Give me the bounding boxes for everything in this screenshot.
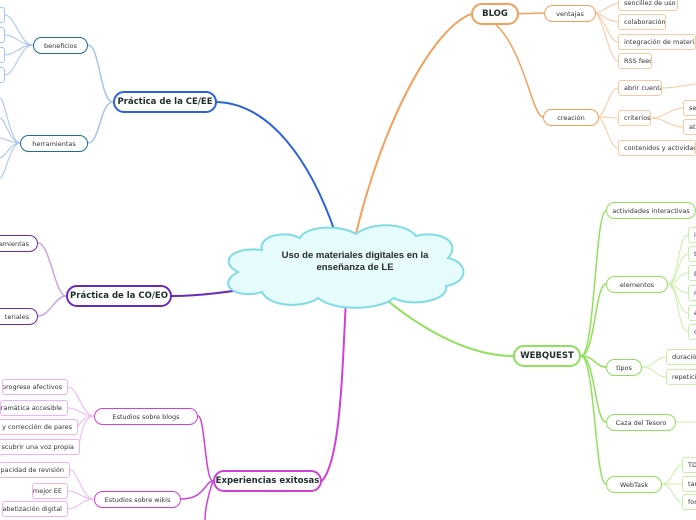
branch-practica-co-eo[interactable]: Práctica de la CO/EO <box>66 285 172 307</box>
node-caza-tesoro[interactable]: Caza del Tesoro <box>606 414 676 431</box>
branch-experiencias-exitosas[interactable]: Experiencias exitosas <box>213 470 322 492</box>
node-herramientas-ce[interactable]: herramientas <box>20 135 88 152</box>
leaf-colaboracion[interactable]: colaboración <box>618 14 666 30</box>
leaf-abrir-cuenta[interactable]: abrir cuenta <box>618 80 662 96</box>
branch-blog[interactable]: BLOG <box>471 3 519 25</box>
edge-center-blog <box>354 13 472 239</box>
leaf-webtask-for[interactable]: for <box>682 494 696 510</box>
node-herramientas-co[interactable]: ramientas <box>0 235 38 252</box>
leaf-progreso-afectivos[interactable]: progreso afectivos <box>2 379 68 395</box>
leaf-criterio-atr[interactable]: atr <box>683 119 696 135</box>
leaf-elemento-5[interactable]: e <box>688 305 696 321</box>
leaf-elemento-2[interactable]: ta <box>688 246 696 262</box>
node-creacion[interactable]: creación <box>543 109 599 126</box>
leaf-mejor-ee[interactable]: mejor EE <box>32 483 68 499</box>
central-cloud-shape <box>227 224 465 309</box>
node-beneficios[interactable]: beneficios <box>33 37 88 54</box>
branch-webquest[interactable]: WEBQUEST <box>513 345 581 367</box>
leaf-criterio-sen[interactable]: sen <box>683 100 696 116</box>
leaf-gramatica-accesible[interactable]: gramática accesible <box>0 400 68 416</box>
leaf-elemento-1[interactable]: in <box>688 227 696 243</box>
leaf-integracion[interactable]: integración de materiales <box>618 34 696 50</box>
leaf-alfabetizacion-digital[interactable]: alfabetización digital <box>2 501 68 517</box>
node-ventajas[interactable]: ventajas <box>544 5 596 22</box>
leaf-correccion-pares[interactable]: n y corrección de pares <box>0 419 78 435</box>
node-estudios-blogs[interactable]: Estudios sobre blogs <box>94 408 198 425</box>
leaf-elemento-4[interactable]: re <box>688 285 696 301</box>
leaf-beneficio-3[interactable] <box>0 47 5 63</box>
leaf-duracion[interactable]: duración <box>666 349 696 365</box>
leaf-repeticion[interactable]: repetición <box>666 369 696 385</box>
edge-center-exp <box>321 297 347 482</box>
node-webtask[interactable]: WebTask <box>606 476 662 493</box>
leaf-contenidos[interactable]: contenidos y actividades <box>618 140 696 156</box>
leaf-criterios[interactable]: criterios <box>618 110 651 126</box>
leaf-rss[interactable]: RSS feed <box>618 53 652 69</box>
leaf-beneficio-4[interactable] <box>0 67 5 83</box>
edge-exp-down <box>204 480 214 520</box>
node-elementos[interactable]: elementos <box>606 276 668 293</box>
edge-center-cee <box>216 101 336 233</box>
leaf-elemento-6[interactable]: c <box>688 324 696 340</box>
leaf-voz-propia[interactable]: scubrir una voz propia <box>0 439 80 455</box>
branch-practica-ce-ee[interactable]: Práctica de la CE/EE <box>113 91 217 113</box>
central-topic[interactable]: Uso de materiales digitales en la enseña… <box>281 250 429 273</box>
node-actividades-interactivas[interactable]: actividades interactivas <box>606 202 696 219</box>
leaf-capacidad-revision[interactable]: capacidad de revisión <box>0 462 70 478</box>
node-tipos[interactable]: tipos <box>606 359 642 376</box>
node-estudios-wikis[interactable]: Estudios sobre wikis <box>94 491 181 508</box>
edge-center-webquest <box>374 289 514 357</box>
leaf-webtask-td[interactable]: TD <box>682 457 696 473</box>
leaf-beneficio-1[interactable] <box>0 7 5 23</box>
leaf-sencillez[interactable]: sencillez de uso <box>618 0 678 11</box>
leaf-beneficio-2[interactable] <box>0 27 5 43</box>
node-materiales-co[interactable]: teriales <box>0 308 38 325</box>
leaf-webtask-tar[interactable]: tar <box>682 476 696 492</box>
leaf-elemento-3[interactable]: p <box>688 265 696 281</box>
